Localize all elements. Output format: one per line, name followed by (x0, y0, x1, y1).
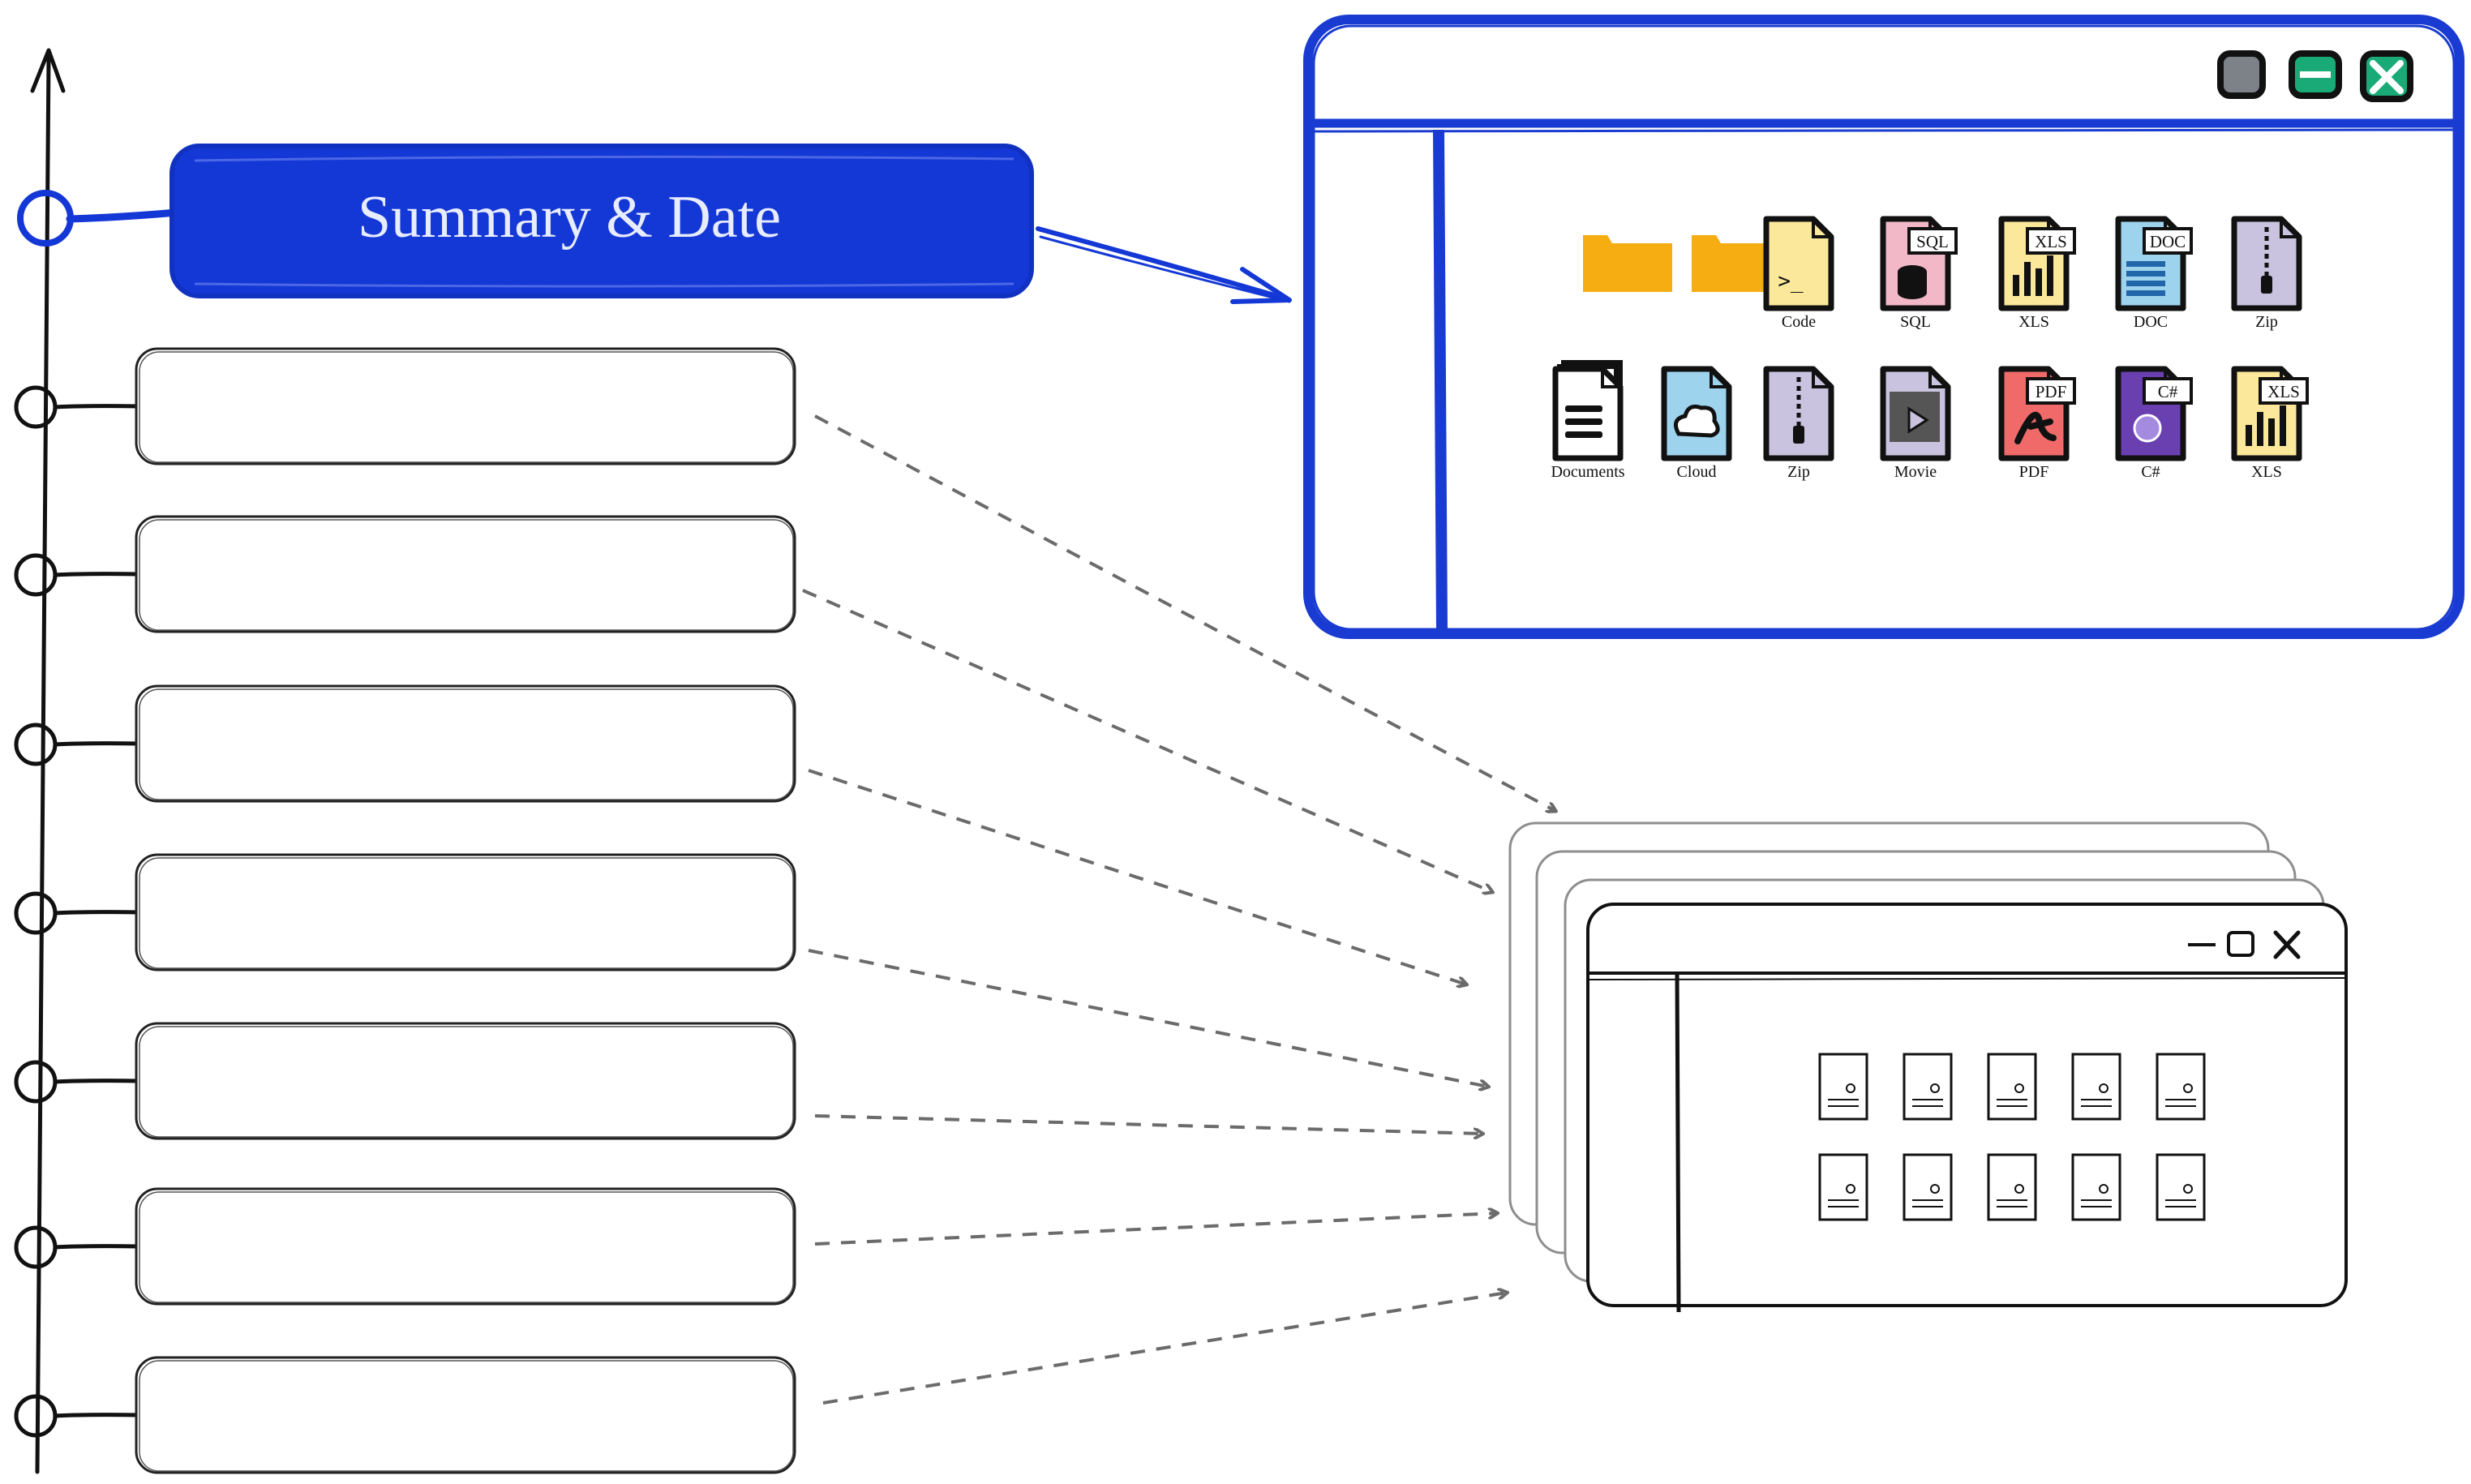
file-label: C# (2141, 463, 2160, 481)
folder-icon (1583, 235, 1672, 292)
pdf-file-icon[interactable]: PDF (1998, 366, 2076, 461)
close-icon[interactable] (2273, 930, 2301, 959)
code-file-icon[interactable]: >_ (1763, 216, 1834, 311)
xls-file-icon[interactable]: XLS (1998, 216, 2076, 311)
timeline-node (14, 553, 58, 597)
stacked-windows[interactable] (1508, 821, 2348, 1313)
mini-file-icon[interactable] (1987, 1053, 2037, 1121)
file-badge: PDF (2036, 382, 2067, 401)
mini-file-icon[interactable] (1903, 1153, 1953, 1221)
dashed-arrow (814, 1213, 1497, 1246)
file-label: DOC (2134, 313, 2168, 331)
file-label: Documents (1551, 463, 1624, 481)
dashed-arrow (808, 769, 1466, 984)
file-badge: SQL (1916, 232, 1949, 251)
dashed-arrow (808, 949, 1488, 1087)
mini-file-icon[interactable] (2071, 1053, 2121, 1121)
folder-icon (1692, 235, 1781, 292)
mini-file-icon[interactable] (1818, 1053, 1868, 1121)
timeline-entry-box[interactable] (135, 853, 796, 971)
timeline-entry-box[interactable] (135, 684, 796, 803)
folder-file-icon[interactable] (1583, 235, 1672, 292)
timeline-entry[interactable] (14, 853, 796, 971)
mini-file-icon[interactable] (2071, 1153, 2121, 1221)
file-badge: XLS (2267, 382, 2300, 401)
mini-file-icon[interactable] (2156, 1053, 2206, 1121)
timeline-entry-box[interactable] (135, 1356, 796, 1474)
mini-file-icon[interactable] (1903, 1053, 1953, 1121)
dashed-arrow (814, 414, 1555, 811)
zip-file-icon[interactable] (2231, 216, 2302, 311)
file-label: Movie (1894, 463, 1937, 481)
file-badge: DOC (2150, 232, 2186, 251)
timeline-node (14, 1060, 58, 1104)
file-label: PDF (2019, 463, 2049, 481)
maximize-icon[interactable] (2227, 931, 2254, 957)
file-label: SQL (1900, 313, 1931, 331)
folder-file-icon[interactable] (1692, 235, 1781, 292)
xls-file-icon[interactable]: XLS (2231, 366, 2309, 461)
timeline-entry[interactable] (14, 1356, 796, 1474)
stack-file-grid (1818, 1053, 2206, 1221)
file-label: Zip (1787, 463, 1810, 481)
dashed-arrow (822, 1293, 1507, 1405)
timeline-arrow-icon (30, 48, 66, 93)
window-controls (2217, 50, 2413, 102)
timeline-entry-box[interactable] (135, 1187, 796, 1306)
file-label: XLS (2251, 463, 2282, 481)
dashed-arrow (802, 589, 1492, 892)
mini-file-icon[interactable] (2156, 1153, 2206, 1221)
timeline-node (14, 891, 58, 935)
timeline-entry[interactable] (14, 1022, 796, 1140)
svg-text:>_: >_ (1778, 269, 1804, 294)
summary-title-box[interactable]: Summary & Date (17, 144, 1034, 298)
file-badge: C# (2158, 382, 2178, 401)
file-label: Code (1782, 313, 1816, 331)
timeline-entry[interactable] (14, 515, 796, 633)
stack-window-front (1586, 903, 2348, 1313)
timeline-entry-box[interactable] (135, 1022, 796, 1140)
movie-file-icon[interactable] (1880, 366, 1951, 461)
zip-file-icon[interactable] (1763, 366, 1834, 461)
mini-file-icon[interactable] (1818, 1153, 1868, 1221)
documents-file-icon[interactable] (1552, 360, 1624, 461)
timeline-entry-box[interactable] (135, 347, 796, 465)
file-label: Cloud (1677, 463, 1717, 481)
dashed-arrow (814, 1114, 1482, 1134)
file-badge: XLS (2035, 232, 2067, 251)
close-icon (2370, 60, 2404, 94)
timeline-entry[interactable] (14, 1187, 796, 1306)
file-label: XLS (2018, 313, 2049, 331)
sql-file-icon[interactable]: SQL (1880, 216, 1958, 311)
timeline-node (14, 1225, 58, 1269)
mini-file-icon[interactable] (1987, 1153, 2037, 1221)
csharp-file-icon[interactable]: C# (2115, 366, 2193, 461)
gray-square-button[interactable] (2217, 50, 2266, 99)
timeline-node (14, 723, 58, 766)
doc-file-icon[interactable]: DOC (2115, 216, 2193, 311)
dashed-arrows (802, 414, 1555, 1405)
timeline-entry[interactable] (14, 684, 796, 803)
window-sidebar-divider (1433, 129, 1448, 630)
timeline-entry[interactable] (14, 347, 796, 465)
timeline-node (14, 385, 58, 429)
timeline-entries (14, 347, 796, 1474)
title-to-window-arrow (1036, 226, 1292, 304)
timeline-entry-box[interactable] (135, 515, 796, 633)
cloud-file-icon[interactable] (1661, 366, 1732, 461)
file-label: Zip (2255, 313, 2278, 331)
summary-title: Summary & Date (358, 184, 781, 251)
